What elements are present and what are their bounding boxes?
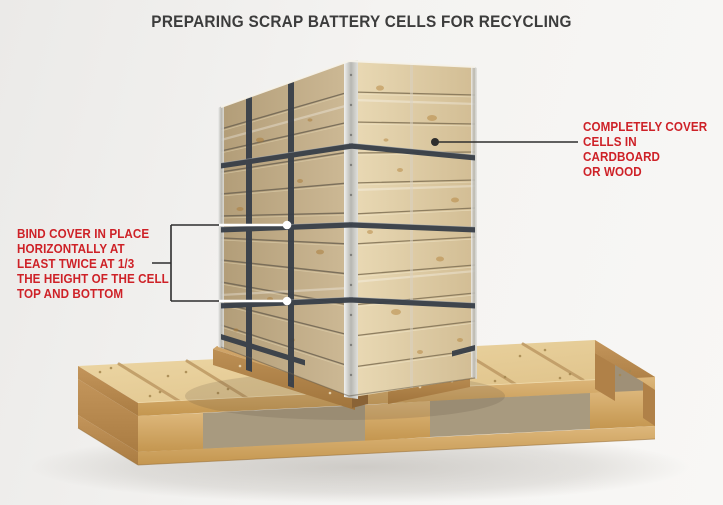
pallet-deck-end-left (78, 366, 138, 416)
page-title: PREPARING SCRAP BATTERY CELLS FOR RECYCL… (151, 13, 572, 31)
strap-band3-right (349, 297, 475, 309)
callout-dot-bind-top (282, 220, 292, 230)
callout-dot-cover (431, 138, 439, 146)
pallet-block-middle (365, 401, 430, 441)
callout-dot-bind-bottom (282, 296, 292, 306)
annotation-cover-cells: COMPLETELY COVER CELLS IN CARDBOARD OR W… (583, 120, 708, 179)
metal-strip-right-edge (471, 66, 477, 379)
pallet-block-left (138, 413, 203, 452)
strap-band1-left (221, 143, 353, 169)
pallet-deck-end-right (595, 340, 655, 390)
strap-band2-right (349, 222, 475, 233)
pallet-bottom-edge (77, 427, 656, 466)
strap-vertical-1-skid (246, 356, 252, 372)
callout-cover (431, 138, 578, 146)
metal-strip-corner (344, 60, 358, 399)
strap-band4-left (221, 334, 305, 366)
crate-grain-streaks (220, 98, 476, 297)
crate-left-plank-highlights (220, 93, 350, 369)
callout-bind (152, 220, 292, 306)
crate (218, 59, 477, 399)
crate-left-plank-gaps (220, 91, 350, 367)
pallet-block-end-back (595, 353, 615, 401)
strap-bands (221, 82, 475, 388)
pallet-block-end-front (643, 382, 655, 426)
crate-top-edge-highlight (220, 59, 476, 108)
strap-vertical-2-skid (288, 372, 294, 388)
pallet-opening-right (430, 393, 590, 437)
annotation-bind-cover: BIND COVER IN PLACE HORIZONTALLY AT LEAS… (17, 227, 169, 301)
callout-bracket-bind (152, 224, 219, 302)
pallet-screws (98, 348, 632, 398)
strap-band1-right (349, 143, 475, 161)
pallet-block-end-face (78, 379, 138, 452)
crate-bottom-edge (220, 346, 476, 397)
pallet-bottom-board-front (138, 426, 655, 465)
pallet-bottom-board-end (78, 415, 138, 465)
strap-band4-right (452, 345, 475, 357)
pallet-block-right (590, 390, 655, 429)
pallet-opening-left (203, 405, 365, 449)
pallet (77, 340, 656, 466)
